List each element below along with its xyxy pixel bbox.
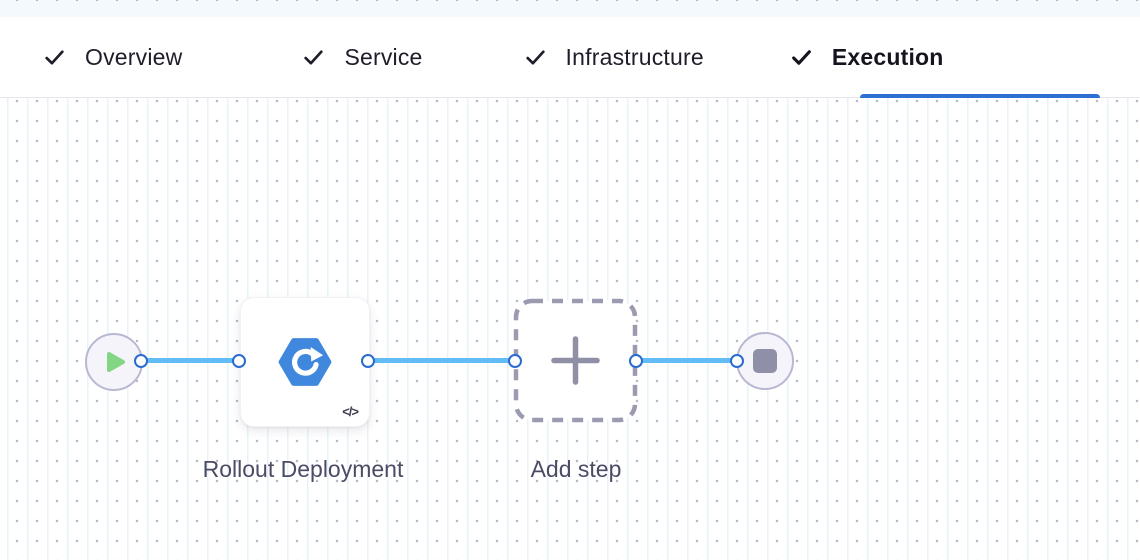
add-step-label[interactable]: Add step xyxy=(530,456,622,482)
connector-port xyxy=(629,354,643,368)
connector-line xyxy=(636,358,737,363)
tab-infrastructure-label: Infrastructure xyxy=(565,43,704,70)
connector-port xyxy=(361,354,375,368)
check-icon xyxy=(791,49,811,65)
tab-overview-label: Overview xyxy=(85,43,183,70)
check-icon xyxy=(304,49,324,65)
tab-execution-label: Execution xyxy=(831,43,944,70)
add-step-button[interactable] xyxy=(513,298,638,423)
stop-icon xyxy=(753,349,777,373)
connector-line xyxy=(368,358,515,363)
check-icon xyxy=(525,49,545,65)
tab-service[interactable]: Service xyxy=(301,44,422,71)
stage-setup-tabbar: Overview Service Infrastructure Executio… xyxy=(0,17,1140,101)
pipeline-canvas[interactable]: </> Rollout Deployment Add step xyxy=(0,98,1140,560)
connector-port xyxy=(134,354,148,368)
pipeline-end-node xyxy=(736,332,794,390)
check-icon xyxy=(45,49,64,65)
plus-icon xyxy=(551,336,600,385)
pipeline-start-node xyxy=(85,333,143,391)
play-icon xyxy=(107,352,125,372)
step-name-label[interactable]: Rollout Deployment xyxy=(202,456,404,482)
tab-infrastructure[interactable]: Infrastructure xyxy=(523,44,704,71)
tab-overview[interactable]: Overview xyxy=(42,44,182,71)
active-tab-underline xyxy=(860,94,1100,101)
connector-port xyxy=(232,354,246,368)
tab-execution[interactable]: Execution xyxy=(789,44,944,71)
k8s-rollout-hexagon-icon xyxy=(278,338,332,386)
step-node-rollout-deployment[interactable]: </> xyxy=(240,297,370,427)
tab-service-label: Service xyxy=(344,43,423,70)
connector-port xyxy=(508,354,522,368)
code-icon[interactable]: </> xyxy=(342,404,359,419)
top-dotted-strip xyxy=(0,0,1140,17)
connector-port xyxy=(730,354,744,368)
connector-line xyxy=(141,358,239,363)
